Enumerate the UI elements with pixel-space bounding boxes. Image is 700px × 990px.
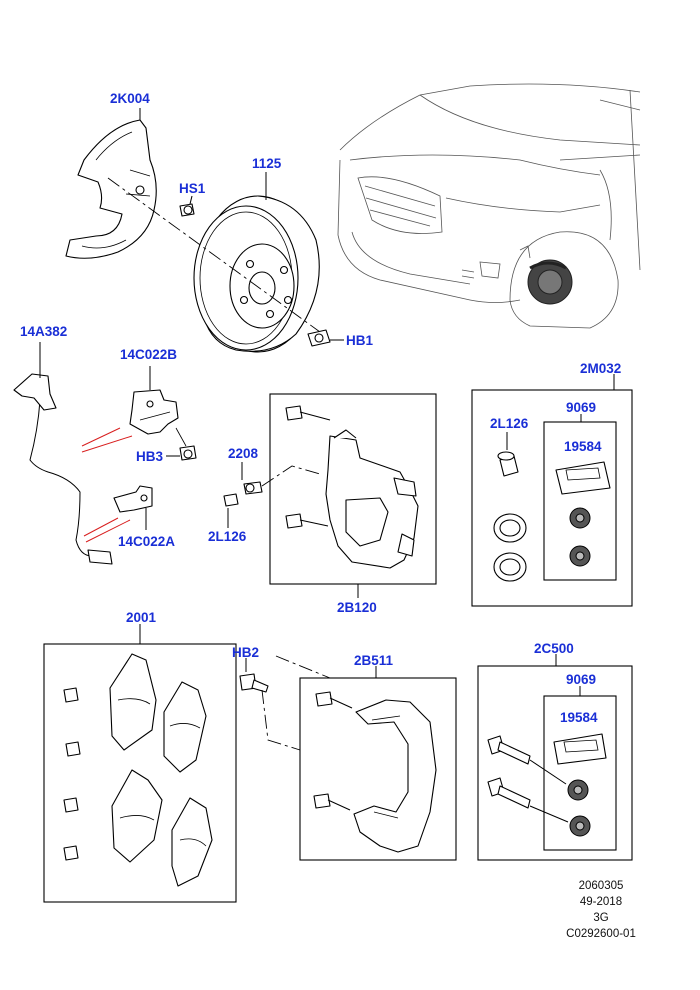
diagram-id: 2060305 [578, 880, 624, 892]
kit-9069-top-box [543, 421, 617, 581]
label-splash-shield[interactable]: 2K004 [110, 91, 150, 106]
label-pad-set[interactable]: 2001 [126, 610, 157, 625]
bracket-upper-part[interactable] [129, 389, 179, 435]
label-bracket-upper[interactable]: 14C022B [120, 347, 177, 362]
label-kit-9069-top[interactable]: 9069 [566, 400, 596, 415]
label-bracket-lower[interactable]: 14C022A [118, 534, 175, 549]
caliper-assembly-part[interactable] [285, 405, 419, 569]
label-bleed-cap-left[interactable]: 2L126 [208, 529, 247, 544]
bracket-lower-part[interactable] [113, 485, 153, 513]
label-caliper-assembly[interactable]: 2B120 [337, 600, 377, 615]
bolt-hb3-part[interactable] [175, 427, 197, 461]
screw-hb1-part[interactable] [307, 329, 331, 347]
vehicle-illustration [337, 83, 641, 329]
kit-9069-bottom-box [543, 695, 617, 851]
label-screw-hs1[interactable]: HS1 [179, 181, 206, 196]
label-screw-hb1[interactable]: HB1 [346, 333, 373, 348]
pad-set-parts[interactable] [63, 653, 213, 887]
bleed-cap-left-part[interactable] [223, 493, 239, 507]
label-caliper-carrier[interactable]: 2B511 [354, 653, 394, 668]
diagram-reference-info: 2060305 49-2018 3G C0292600-01 [556, 878, 646, 942]
seal-kit-parts[interactable] [493, 451, 591, 582]
label-grease-top[interactable]: 19584 [564, 439, 602, 454]
diagram-code: C0292600-01 [566, 928, 636, 940]
pad-set-box [43, 643, 237, 903]
brake-disc-part[interactable] [193, 195, 320, 353]
label-wear-sensor[interactable]: 14A382 [20, 324, 67, 339]
label-bleed-cap-kit[interactable]: 2L126 [490, 416, 529, 431]
label-grease-bottom[interactable]: 19584 [560, 710, 598, 725]
caliper-assembly-box [269, 393, 437, 585]
guide-pin-kit-parts[interactable] [487, 733, 607, 837]
label-brake-disc[interactable]: 1125 [252, 156, 282, 171]
seal-kit-box [471, 389, 633, 607]
label-bolt-hb2[interactable]: HB2 [232, 645, 259, 660]
splash-shield-part[interactable] [65, 119, 157, 259]
wear-sensor-part[interactable] [13, 373, 133, 565]
label-caliper-bolt[interactable]: 2208 [228, 446, 259, 461]
grease-sachet-top-part[interactable] [555, 461, 611, 495]
caliper-carrier-box [299, 677, 457, 861]
caliper-bolt-2208-part[interactable] [243, 481, 263, 495]
guide-pin-kit-box [477, 665, 633, 861]
diagram-date: 49-2018 [579, 896, 623, 908]
diagram-section: 3G [593, 912, 609, 924]
label-guide-pin-kit[interactable]: 2C500 [534, 641, 574, 656]
label-bolt-hb3[interactable]: HB3 [136, 449, 163, 464]
label-seal-kit[interactable]: 2M032 [580, 361, 621, 376]
bolt-hb2-part[interactable] [239, 673, 269, 693]
caliper-carrier-part[interactable] [313, 691, 437, 853]
screw-hs1-part[interactable] [179, 203, 195, 217]
label-kit-9069-bottom[interactable]: 9069 [566, 672, 596, 687]
